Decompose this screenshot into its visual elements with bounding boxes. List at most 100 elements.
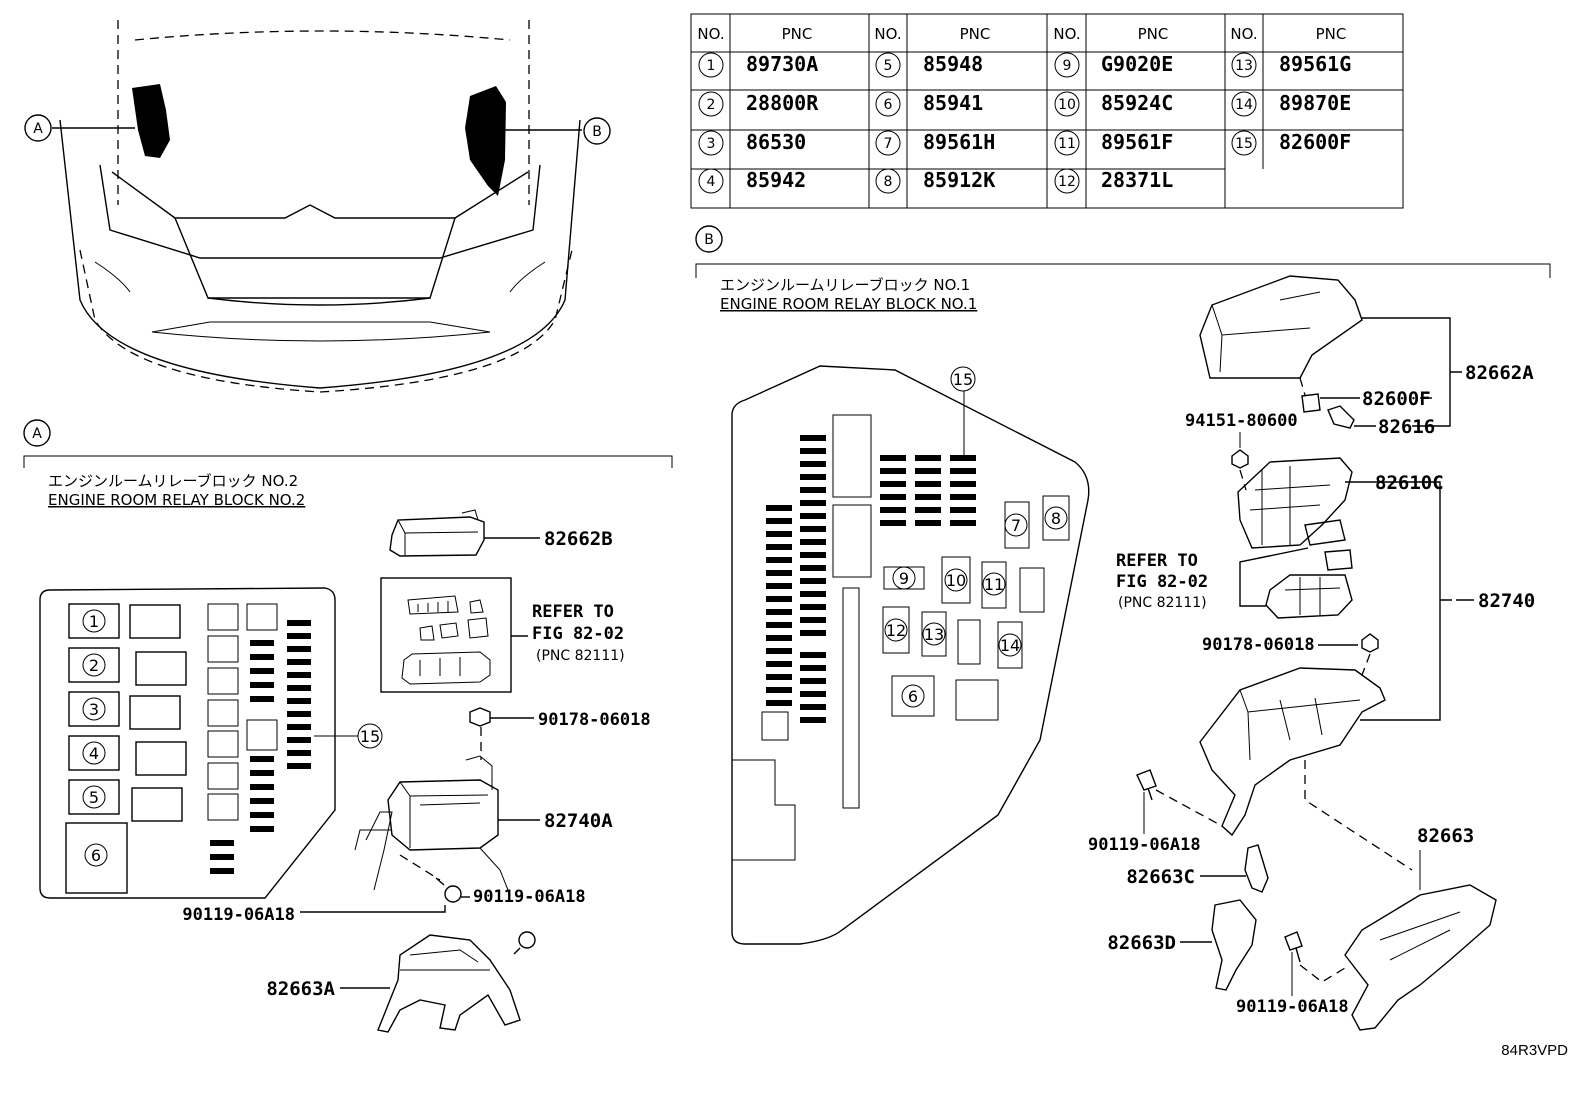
bracket-82663a-drawing: [377, 934, 521, 1033]
relay-block-2-outline: [39, 587, 336, 899]
table-no-cell: 14: [1235, 97, 1253, 113]
section-a-title-en: ENGINE ROOM RELAY BLOCK NO.2: [48, 491, 305, 509]
table-pnc-cell: 28800R: [746, 91, 819, 115]
part-82663d-label: 82663D: [1107, 932, 1176, 954]
table-no-circle: [1054, 91, 1080, 117]
part-94151-80600-label: 94151-80600: [1185, 411, 1298, 431]
part-82663-label: 82663: [1417, 825, 1474, 847]
fuse-b-callout-6: 6: [908, 687, 918, 706]
table-pnc-cell: 85941: [923, 91, 983, 115]
relay-block-82740-drawing: [1199, 667, 1386, 837]
relay-block-82740a-drawing: [387, 779, 499, 851]
table-no-circle: [698, 168, 724, 194]
table-header-no: NO.: [1230, 25, 1257, 43]
section-a-marker-label: A: [32, 426, 42, 442]
part-82740a-label: 82740A: [544, 810, 613, 832]
section-b-title-en: ENGINE ROOM RELAY BLOCK NO.1: [720, 295, 977, 313]
table-pnc-cell: 85942: [746, 168, 806, 192]
marker-a-circle: [24, 114, 52, 142]
fuse-a-label-5: 5: [89, 788, 99, 807]
marker-b-circle: [583, 117, 611, 145]
fuse-puller-drawing: [1301, 393, 1321, 413]
section-a-refer-line3: (PNC 82111): [536, 648, 625, 664]
marker-a-label: A: [33, 121, 43, 137]
connector-parts-b-upper: [1304, 519, 1353, 571]
table-pnc-cell: 86530: [746, 130, 806, 154]
table-pnc-cell: G9020E: [1101, 52, 1173, 76]
table-no-cell: 2: [707, 97, 716, 113]
bolt-lower-drawing-b: [1284, 931, 1303, 963]
fuse-b-callout-10: 10: [946, 571, 966, 590]
part-90119-06a18-a-right-label: 90119-06A18: [473, 887, 586, 907]
section-a-title-jp: エンジンルームリレーブロック NO.2: [48, 472, 298, 490]
vehicle-overview: A B: [24, 20, 611, 393]
table-header-pnc: PNC: [1316, 25, 1347, 43]
table-header-pnc: PNC: [960, 25, 991, 43]
connector-parts-a: [401, 595, 491, 685]
section-b-refer-line1: REFER TO: [1116, 551, 1198, 571]
fuse-a-labels: 1 2 3 4 5 6: [82, 609, 108, 867]
table-no-circle: [1054, 130, 1080, 156]
fuse-b-callout-8: 8: [1051, 509, 1061, 528]
fuse-box-b-cells: [761, 414, 1070, 809]
clip-82616-drawing: [1327, 405, 1355, 429]
part-90178-06018-a-label: 90178-06018: [538, 710, 651, 730]
part-90119-06a18-a-left-label: 90119-06A18: [182, 905, 295, 925]
table-no-circle: [875, 130, 901, 156]
table-pnc-cell: 85948: [923, 52, 983, 76]
fuse-b-callout-7: 7: [1011, 516, 1021, 535]
part-90119-06a18-b-upper-label: 90119-06A18: [1088, 835, 1201, 855]
relay-block-82610c-drawing: [1237, 457, 1353, 549]
bolt-upper-drawing-b: [1136, 769, 1157, 801]
table-no-cell: 9: [1063, 58, 1072, 74]
section-b-marker: [695, 225, 723, 253]
nut-drawing-a: [469, 707, 491, 727]
screw-drawing-b: [1231, 449, 1249, 469]
part-82663a-label: 82663A: [266, 978, 335, 1000]
fuse-b-callout-13: 13: [924, 625, 944, 644]
fuse-b-callout-12: 12: [886, 621, 906, 640]
table-pnc-cell: 28371L: [1101, 168, 1173, 192]
fuse-b-callout-14: 14: [1000, 636, 1020, 655]
part-82662b-label: 82662B: [544, 528, 613, 550]
table-no-cell: 3: [707, 136, 716, 152]
part-82663c-label: 82663C: [1126, 866, 1195, 888]
table-no-circle: [1054, 168, 1080, 194]
table-header-no: NO.: [1053, 25, 1080, 43]
fuse-b-callout-11: 11: [984, 575, 1004, 594]
table-no-cell: 7: [884, 136, 893, 152]
section-a: A エンジンルームリレーブロック NO.2 ENGINE ROOM RELAY …: [23, 419, 673, 1033]
part-82600f-label: 82600F: [1362, 388, 1431, 410]
diagram-code: 84R3VPD: [1501, 1042, 1568, 1059]
table-no-circle: [1231, 52, 1257, 78]
section-b-refer-line2: FIG 82-02: [1116, 572, 1208, 592]
fuse-a-label-3: 3: [89, 700, 99, 719]
fuse-b-callout-15: 15: [953, 370, 973, 389]
table-no-circle: [698, 52, 724, 78]
table-no-cell: 11: [1058, 136, 1076, 152]
part-90178-06018-b-label: 90178-06018: [1202, 635, 1315, 655]
fuse-b-callout-9: 9: [899, 569, 909, 588]
table-pnc-cell: 89870E: [1279, 91, 1351, 115]
table-no-circle: [875, 91, 901, 117]
cover-82662b-drawing: [389, 516, 485, 557]
bracket-82663d-drawing: [1211, 899, 1257, 991]
table-pnc-cell: 89730A: [746, 52, 818, 76]
table-pnc-cell: 85924C: [1101, 91, 1173, 115]
table-no-cell: 13: [1235, 58, 1253, 74]
table-no-cell: 15: [1235, 136, 1253, 152]
table-pnc-cell: 89561H: [923, 130, 995, 154]
table-pnc-cell: 89561G: [1279, 52, 1351, 76]
table-pnc-cell: 89561F: [1101, 130, 1173, 154]
table-no-cell: 8: [884, 174, 893, 190]
part-82616-label: 82616: [1378, 416, 1435, 438]
table-pnc-cell: 85912K: [923, 168, 995, 192]
table-no-circle: [875, 168, 901, 194]
connector-refer-box-a: [380, 577, 512, 693]
relay-block-1-outline: [731, 365, 1090, 945]
section-a-refer-line1: REFER TO: [532, 602, 614, 622]
fuse-a-label-6: 6: [91, 846, 101, 865]
section-a-callout-15: 15: [360, 727, 380, 746]
part-90119-06a18-b-lower-label: 90119-06A18: [1236, 997, 1349, 1017]
table-no-cell: 10: [1058, 97, 1076, 113]
